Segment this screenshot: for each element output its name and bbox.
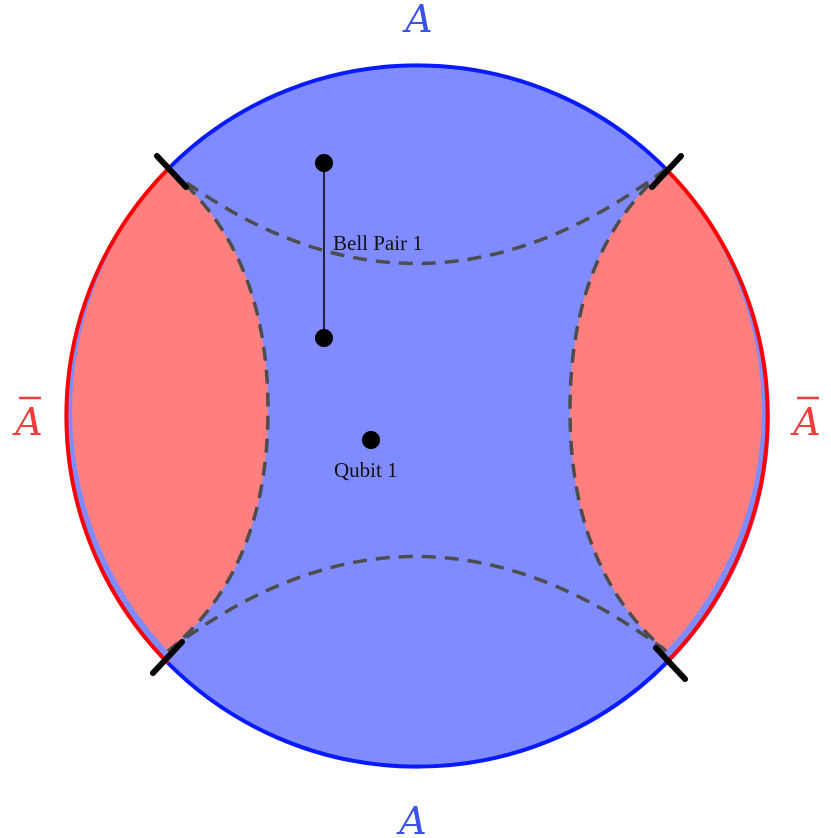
bell-pair-point-top xyxy=(315,154,333,172)
region-a-label-top: A xyxy=(402,0,432,41)
qubit-point xyxy=(362,431,380,449)
endpoint-tick-top-left xyxy=(154,153,189,190)
boundary-arc-abar-right xyxy=(664,167,770,665)
region-a-disk xyxy=(68,66,770,768)
endpoint-tick-bottom-left xyxy=(150,639,185,676)
region-a-label-bottom: A xyxy=(396,799,426,838)
bell-pair-label: Bell Pair 1 xyxy=(333,231,423,255)
region-abar-label-left: A xyxy=(12,400,42,444)
bell-pair-point-bottom xyxy=(315,329,333,347)
endpoint-tick-top-right xyxy=(649,153,684,190)
geodesic-left xyxy=(166,167,270,653)
geodesic-bottom xyxy=(166,554,668,653)
region-abar-label-right: A xyxy=(790,400,820,444)
endpoint-tick-bottom-right xyxy=(653,645,688,682)
geodesic-right xyxy=(568,167,668,653)
region-abar-left xyxy=(72,169,268,651)
qubit-label: Qubit 1 xyxy=(334,458,398,482)
boundary-arc-abar-left xyxy=(64,167,170,665)
region-abar-right xyxy=(570,169,762,651)
region-abar-label-right-group: A xyxy=(790,396,821,444)
region-abar-label-left-group: A xyxy=(12,396,43,444)
boundary-arc-a-bottom xyxy=(166,661,668,769)
geodesic-top xyxy=(166,167,668,266)
boundary-arc-a-top xyxy=(166,63,668,171)
